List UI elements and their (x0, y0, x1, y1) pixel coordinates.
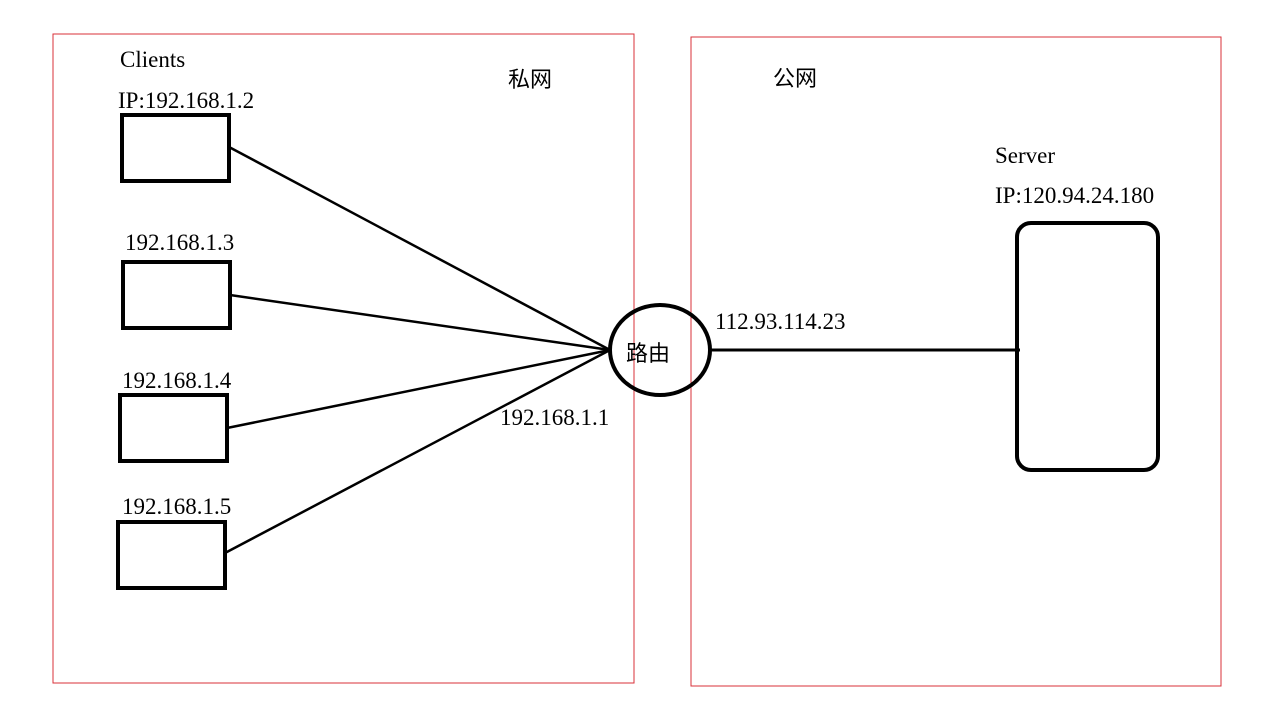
public-network-label: 公网 (773, 67, 817, 92)
client-box (116, 520, 227, 590)
client-ip-label: IP:192.168.1.2 (118, 88, 254, 113)
client-ip-label: 192.168.1.5 (122, 494, 231, 519)
client-box (121, 260, 232, 330)
link-line (229, 293, 611, 352)
clients-title: Clients (120, 47, 185, 72)
router-node (608, 303, 712, 397)
server-ip: IP:120.94.24.180 (995, 183, 1154, 208)
router-wan-ip: 112.93.114.23 (715, 309, 846, 334)
link-line (228, 145, 611, 352)
server-box (1015, 221, 1160, 472)
public-network-zone (690, 36, 1222, 687)
private-network-label: 私网 (508, 68, 552, 93)
link-line (224, 348, 611, 555)
client-box (120, 113, 231, 183)
client-ip-label: 192.168.1.4 (122, 368, 232, 393)
private-network-zone (52, 33, 635, 684)
client-box (118, 393, 229, 463)
link-line (226, 348, 611, 430)
router-lan-ip: 192.168.1.1 (500, 405, 609, 430)
server-title: Server (995, 143, 1055, 168)
client-ip-label: 192.168.1.3 (125, 230, 234, 255)
router-label: 路由 (626, 342, 670, 367)
